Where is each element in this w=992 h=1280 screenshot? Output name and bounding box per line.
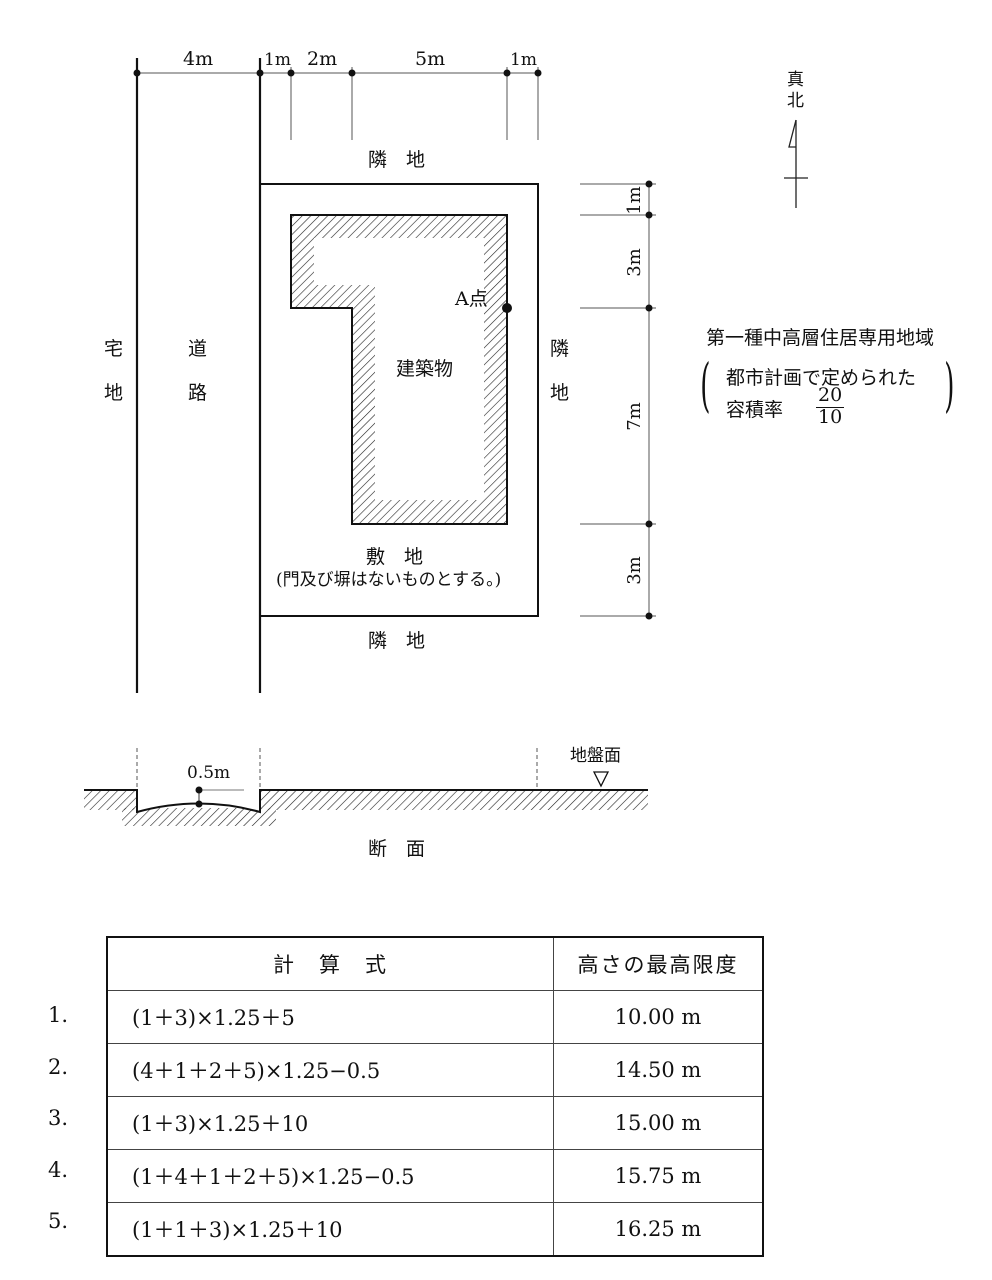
formula-cell: (4＋1＋2＋5)×1.25−0.5 <box>106 1043 554 1097</box>
residential-label-2: 地 <box>104 382 124 404</box>
site-boundary <box>259 183 539 617</box>
neighbor-right-label-1: 隣 <box>550 338 570 360</box>
right-paren: ) <box>944 351 955 419</box>
height-cell: 14.50 m <box>553 1043 764 1097</box>
dim-road-width: 4m <box>183 48 214 70</box>
header-height: 高さの最高限度 <box>553 936 764 991</box>
road-label-1: 道 <box>188 338 208 360</box>
top-dimension-line <box>137 67 539 140</box>
table-row: (1＋1＋3)×1.25＋10 16.25 m <box>106 1202 764 1257</box>
north-label-2: 北 <box>787 91 804 111</box>
formula-cell: (1＋1＋3)×1.25＋10 <box>106 1202 554 1257</box>
ground-level-marker-icon <box>592 771 610 788</box>
site-label: 敷 地 <box>366 546 424 568</box>
far-fraction: 20 10 <box>816 384 845 428</box>
height-cell: 15.00 m <box>553 1096 764 1150</box>
zone-name: 第一種中高層住居専用地域 <box>706 327 935 349</box>
point-a-label: A点 <box>455 288 488 310</box>
formula-cell: (1＋4＋1＋2＋5)×1.25−0.5 <box>106 1149 554 1203</box>
far-label: 容積率 <box>726 399 784 421</box>
site-plan-drawing <box>84 58 808 826</box>
formula-cell: (1＋3)×1.25＋5 <box>106 990 554 1044</box>
dim-5m: 5m <box>415 48 446 70</box>
section-drawing <box>84 748 648 826</box>
dim-2m: 2m <box>307 48 338 70</box>
dim-right-7m: 7m <box>623 402 645 431</box>
formula-cell: (1＋3)×1.25＋10 <box>106 1096 554 1150</box>
dim-right-3m-a: 3m <box>623 248 645 277</box>
option-number-5[interactable]: 5. <box>48 1209 69 1233</box>
section-title: 断 面 <box>368 838 426 860</box>
north-label-1: 真 <box>787 70 804 90</box>
height-cell: 16.25 m <box>553 1202 764 1257</box>
left-paren: ( <box>700 351 711 419</box>
table-row: (1＋3)×1.25＋10 15.00 m <box>106 1096 764 1150</box>
dim-1m-b: 1m <box>510 50 537 70</box>
table-row: (1＋4＋1＋2＋5)×1.25−0.5 15.75 m <box>106 1149 764 1203</box>
dim-right-3m-b: 3m <box>623 556 645 585</box>
depth-label: 0.5m <box>187 763 231 783</box>
far-denominator: 10 <box>818 405 843 428</box>
option-number-2[interactable]: 2. <box>48 1055 69 1079</box>
road-boundaries <box>135 58 262 693</box>
neighbor-bottom-label: 隣 地 <box>368 630 426 652</box>
table-row: (1＋3)×1.25＋5 10.00 m <box>106 990 764 1044</box>
height-cell: 10.00 m <box>553 990 764 1044</box>
north-arrow-icon <box>784 119 808 208</box>
neighbor-right-label-2: 地 <box>550 382 570 404</box>
table-row: (4＋1＋2＋5)×1.25−0.5 14.50 m <box>106 1043 764 1097</box>
answer-table: 計 算 式 高さの最高限度 (1＋3)×1.25＋5 10.00 m (4＋1＋… <box>106 936 764 1257</box>
neighbor-top-label: 隣 地 <box>368 149 426 171</box>
dim-1m-a: 1m <box>264 50 291 70</box>
residential-label-1: 宅 <box>104 338 124 360</box>
option-number-4[interactable]: 4. <box>48 1158 69 1182</box>
zone-condition: 都市計画で定められた <box>726 367 917 389</box>
height-cell: 15.75 m <box>553 1149 764 1203</box>
site-note: (門及び塀はないものとする。) <box>276 570 502 590</box>
ground-level-label: 地盤面 <box>570 746 621 766</box>
dim-right-1m: 1m <box>623 186 645 215</box>
point-a-marker <box>502 303 512 313</box>
right-dimension-line <box>580 183 656 617</box>
building-label: 建築物 <box>396 358 454 380</box>
far-numerator: 20 <box>816 384 845 408</box>
road-label-2: 路 <box>188 382 208 404</box>
option-number-1[interactable]: 1. <box>48 1003 69 1027</box>
header-formula: 計 算 式 <box>106 936 554 991</box>
option-number-3[interactable]: 3. <box>48 1106 69 1130</box>
